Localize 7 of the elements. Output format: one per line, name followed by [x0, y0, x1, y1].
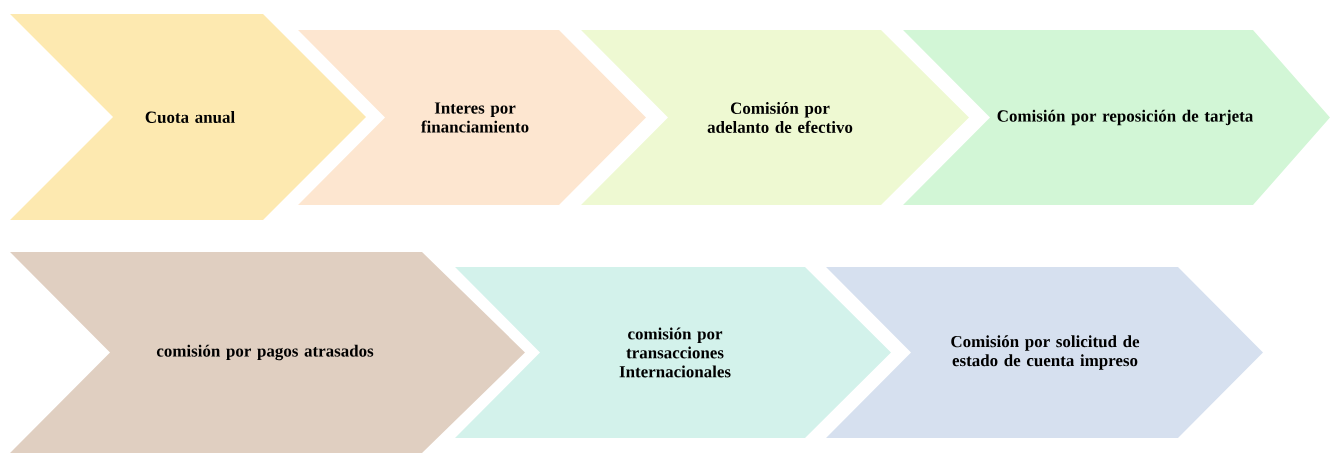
chevron-step: comisión por pagos atrasados	[10, 252, 525, 453]
chevron-step: Cuota anual	[10, 14, 366, 220]
chevron-step: Comisión por solicitud de estado de cuenta impreso	[826, 267, 1263, 438]
chevron-step: Comisión por adelanto de efectivo	[581, 30, 969, 205]
chevron-step: Interes por financiamiento	[298, 30, 646, 205]
chevron-step: comisión por transacciones Internacionales	[455, 267, 891, 438]
chevron-step: Comisión por reposición de tarjeta	[903, 30, 1330, 205]
